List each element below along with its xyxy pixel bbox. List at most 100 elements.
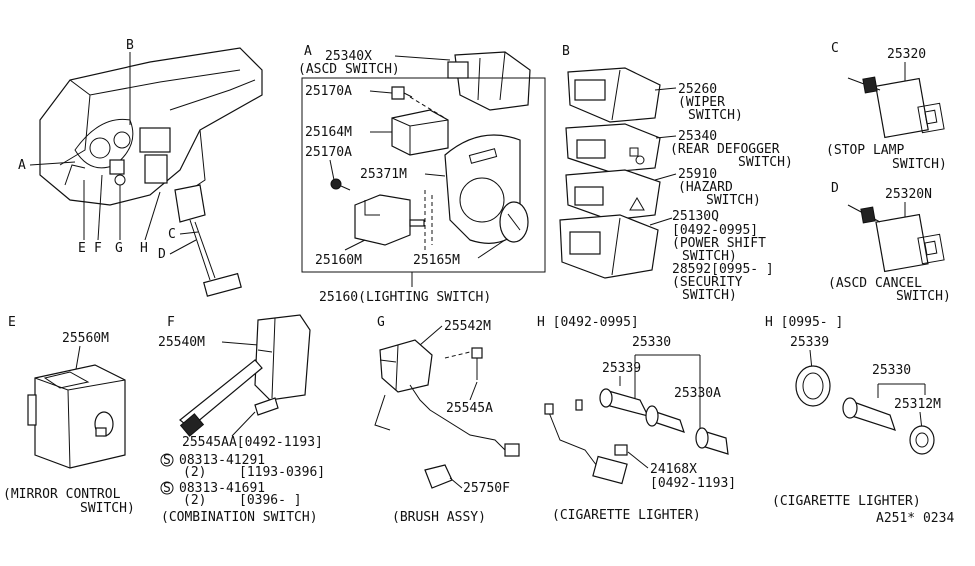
wiper-caption-1: (WIPER (678, 95, 725, 110)
stop-lamp-caption-1: (STOP LAMP (826, 143, 904, 158)
lighting-switch-caption: 25160(LIGHTING SWITCH) (319, 290, 491, 305)
security-caption-1: (SECURITY (672, 275, 743, 290)
mirror-control-switch-part (27, 364, 126, 469)
lighting-switch-body (354, 194, 425, 246)
part-28592: 28592[0995- ] (672, 262, 774, 277)
part-25339-2: 25339 (790, 335, 829, 350)
mirror-caption-1: (MIRROR CONTROL (3, 487, 121, 502)
s-symbol-1-circle (160, 453, 174, 467)
hazard-switch-part (565, 169, 661, 221)
section-h2-label: H [0995- ] (765, 315, 843, 330)
section-h1-label: H [0492-0995] (537, 315, 639, 330)
rear-defogger-part (565, 123, 661, 173)
part-08313-41291: 08313-41291 (179, 453, 265, 468)
cigarette-lighter-1-parts (544, 388, 729, 485)
dash-label-h: H (140, 241, 148, 256)
part-25340: 25340 (678, 129, 717, 144)
date-24168x: [0492-1193] (650, 476, 736, 491)
security-caption-2: SWITCH) (682, 288, 737, 303)
qty-1: (2) (183, 465, 206, 480)
screw-25170a-2 (330, 178, 351, 191)
part-24168x: 24168X (650, 462, 697, 477)
defog-caption-2: SWITCH) (738, 155, 793, 170)
dashboard-leaders (29, 52, 199, 255)
ascd-cancel-caption-1: (ASCD CANCEL (828, 276, 922, 291)
part-25130q: 25130Q (672, 209, 719, 224)
date-1: [1193-0396] (239, 465, 325, 480)
ascd-cancel-switch-part (847, 204, 945, 273)
cigarette-lighter-2-parts (795, 365, 935, 455)
hazard-caption-1: (HAZARD (678, 180, 733, 195)
power-shift-part (559, 214, 659, 279)
lighting-knob (499, 201, 529, 243)
combination-switch-part (179, 314, 311, 437)
power-shift-date: [0492-0995] (672, 223, 758, 238)
part-25320n: 25320N (885, 187, 932, 202)
part-25170a-2: 25170A (305, 145, 352, 160)
part-25330-1: 25330 (632, 335, 671, 350)
screw-25545a (471, 347, 483, 380)
part-25339-1: 25339 (602, 361, 641, 376)
brush-assy-part (374, 339, 520, 489)
part-25545a: 25545A (446, 401, 493, 416)
part-25164m: 25164M (305, 125, 352, 140)
part-25170a-1: 25170A (305, 84, 352, 99)
ascd-switch-part (447, 51, 531, 111)
screw-25170a-1 (391, 86, 413, 100)
brush-caption: (BRUSH ASSY) (392, 510, 486, 525)
section-f-label: F (167, 315, 175, 330)
dashboard-illustration (39, 47, 263, 297)
part-25320: 25320 (887, 47, 926, 62)
s-symbol-2: S (163, 481, 171, 496)
qty-2: (2) (183, 493, 206, 508)
part-25260: 25260 (678, 82, 717, 97)
part-08313-41691: 08313-41691 (179, 481, 265, 496)
power-shift-caption-1: (POWER SHIFT (672, 236, 766, 251)
section-e-label: E (8, 315, 16, 330)
wiper-caption-2: SWITCH) (688, 108, 743, 123)
part-25340x: 25340X (325, 49, 372, 64)
dash-label-e: E (78, 241, 86, 256)
part-25750f: 25750F (463, 481, 510, 496)
dash-label-g: G (115, 241, 123, 256)
dash-label-c: C (168, 227, 176, 242)
part-25545aa: 25545AA[0492-1193] (182, 435, 323, 450)
part-25371m: 25371M (360, 167, 407, 182)
part-25164m-shape (391, 109, 449, 156)
section-b-label: B (562, 44, 570, 59)
part-25330a: 25330A (674, 386, 721, 401)
combination-caption: (COMBINATION SWITCH) (161, 510, 318, 525)
dash-label-d: D (158, 247, 166, 262)
section-c-label: C (831, 41, 839, 56)
section-g-label: G (377, 315, 385, 330)
part-25312m: 25312M (894, 397, 941, 412)
cig-lighter-2-caption: (CIGARETTE LIGHTER) (772, 494, 921, 509)
mirror-caption-2: SWITCH) (80, 501, 135, 516)
date-2: [0396- ] (239, 493, 302, 508)
section-a-label: A (304, 44, 312, 59)
s-symbol-2-circle (160, 481, 174, 495)
part-25542m: 25542M (444, 319, 491, 334)
part-25165m: 25165M (413, 253, 460, 268)
stop-lamp-switch-part (847, 76, 945, 139)
defog-caption-1: (REAR DEFOGGER (670, 142, 780, 157)
ascd-cancel-caption-2: SWITCH) (896, 289, 951, 304)
part-25910: 25910 (678, 167, 717, 182)
dash-label-f: F (94, 241, 102, 256)
ascd-switch-caption: (ASCD SWITCH) (298, 62, 400, 77)
s-symbol-1: S (163, 453, 171, 468)
stop-lamp-caption-2: SWITCH) (892, 157, 947, 172)
dash-label-b: B (126, 38, 134, 53)
lighting-switch-frame (301, 77, 546, 273)
section-d-label: D (831, 181, 839, 196)
part-25560m: 25560M (62, 331, 109, 346)
part-25160m: 25160M (315, 253, 362, 268)
part-25330-2: 25330 (872, 363, 911, 378)
wiper-switch-part (567, 67, 661, 123)
part-25540m: 25540M (158, 335, 205, 350)
power-shift-caption-2: SWITCH) (682, 249, 737, 264)
cig-lighter-1-caption: (CIGARETTE LIGHTER) (552, 508, 701, 523)
reference-code: A251* 0234 (876, 511, 954, 526)
